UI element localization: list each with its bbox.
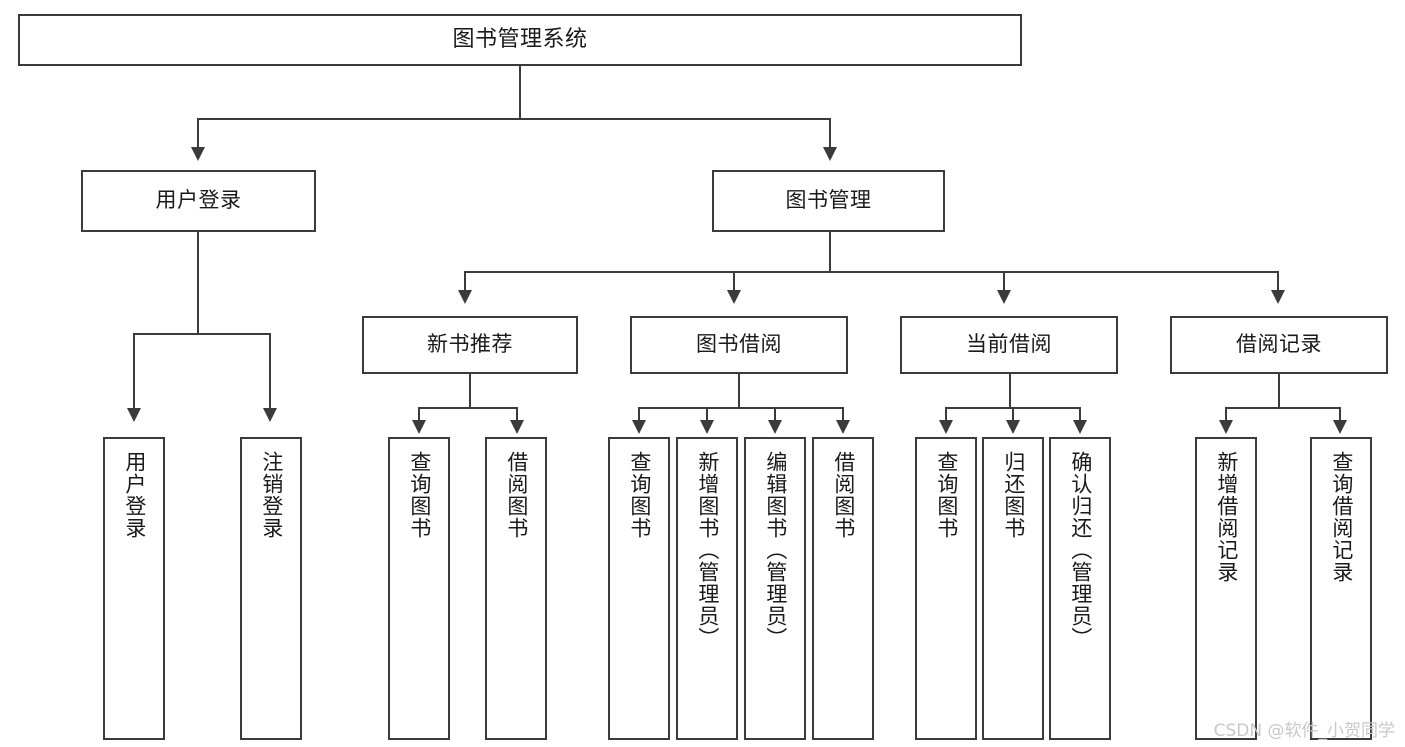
arrowhead-current-borrow-leaf-3 — [1073, 420, 1087, 434]
node-label: 归还图书 — [1001, 451, 1026, 539]
node-label: 编辑图书（管理员） — [763, 451, 788, 649]
edge-book-borrow-drop-2 — [706, 407, 708, 421]
edge-user-login-drop-1 — [133, 333, 135, 409]
leaf-user-login-logout[interactable]: 注销登录 — [240, 437, 302, 740]
edge-book-manage-stem — [829, 232, 831, 272]
edge-book-borrow-bus — [638, 407, 844, 409]
edge-book-borrow-drop-1 — [638, 407, 640, 421]
arrowhead-book-borrow-leaf-2 — [700, 420, 714, 434]
leaf-new-book-query-books[interactable]: 查询图书 — [388, 437, 450, 740]
arrowhead-book-borrow-leaf-1 — [632, 420, 646, 434]
edge-current-borrow-stem — [1009, 374, 1011, 408]
edge-book-borrow-stem — [738, 374, 740, 408]
edge-user-login-stem — [197, 232, 199, 334]
edge-new-book-drop-1 — [418, 407, 420, 421]
arrowhead-level3-book-borrow — [727, 290, 741, 304]
leaf-new-book-borrow-books[interactable]: 借阅图书 — [485, 437, 547, 740]
edge-root-stem — [519, 66, 521, 119]
leaf-borrow-record-query-record[interactable]: 查询借阅记录 — [1310, 437, 1372, 740]
edge-user-login-bus — [133, 333, 270, 335]
node-label: 借阅记录 — [1236, 332, 1322, 357]
node-label: 借阅图书 — [504, 451, 529, 539]
leaf-current-borrow-query-books[interactable]: 查询图书 — [915, 437, 977, 740]
node-current-borrow[interactable]: 当前借阅 — [900, 316, 1118, 374]
node-label: 当前借阅 — [966, 332, 1052, 357]
node-new-book-recommend[interactable]: 新书推荐 — [362, 316, 578, 374]
node-label: 注销登录 — [259, 451, 284, 539]
arrowhead-borrow-record-leaf-2 — [1333, 420, 1347, 434]
node-label: 新增借阅记录 — [1214, 451, 1239, 583]
edge-new-book-stem — [469, 374, 471, 408]
node-label: 查询图书 — [407, 451, 432, 539]
leaf-borrow-record-add-record[interactable]: 新增借阅记录 — [1195, 437, 1257, 740]
leaf-book-borrow-add-book-admin[interactable]: 新增图书（管理员） — [676, 437, 738, 740]
node-borrow-record[interactable]: 借阅记录 — [1170, 316, 1388, 374]
node-label: 确认归还（管理员） — [1068, 451, 1093, 649]
node-label: 用户登录 — [122, 451, 147, 539]
node-label: 查询借阅记录 — [1329, 451, 1354, 583]
leaf-current-borrow-confirm-return-admin[interactable]: 确认归还（管理员） — [1049, 437, 1111, 740]
arrowhead-level3-borrow-record — [1271, 290, 1285, 304]
arrowhead-level3-new-book — [458, 290, 472, 304]
node-label: 新书推荐 — [427, 332, 513, 357]
edge-root-to-book-manage — [829, 118, 831, 148]
edge-book-manage-drop-1 — [464, 271, 466, 291]
node-label: 查询图书 — [627, 451, 652, 539]
node-root-system[interactable]: 图书管理系统 — [18, 14, 1022, 66]
arrowhead-root-to-book-manage — [823, 147, 837, 161]
edge-borrow-record-drop-1 — [1225, 407, 1227, 421]
arrowhead-user-login-leaf-1 — [127, 408, 141, 422]
edge-book-borrow-drop-3 — [774, 407, 776, 421]
arrowhead-book-borrow-leaf-4 — [836, 420, 850, 434]
arrowhead-borrow-record-leaf-1 — [1219, 420, 1233, 434]
edge-book-manage-drop-2 — [733, 271, 735, 291]
edge-root-bus — [197, 118, 831, 120]
edge-borrow-record-bus — [1225, 407, 1341, 409]
leaf-user-login-login[interactable]: 用户登录 — [103, 437, 165, 740]
edge-current-borrow-drop-3 — [1079, 407, 1081, 421]
arrowhead-root-to-user-login — [191, 147, 205, 161]
edge-current-borrow-drop-2 — [1012, 407, 1014, 421]
leaf-book-borrow-edit-book-admin[interactable]: 编辑图书（管理员） — [744, 437, 806, 740]
edge-current-borrow-drop-1 — [945, 407, 947, 421]
edge-new-book-bus — [418, 407, 518, 409]
leaf-current-borrow-return-books[interactable]: 归还图书 — [982, 437, 1044, 740]
edge-book-borrow-drop-4 — [842, 407, 844, 421]
edge-new-book-drop-2 — [516, 407, 518, 421]
arrowhead-new-book-leaf-1 — [412, 420, 426, 434]
node-book-management[interactable]: 图书管理 — [712, 170, 945, 232]
node-label: 图书借阅 — [696, 332, 782, 357]
arrowhead-book-borrow-leaf-3 — [768, 420, 782, 434]
leaf-book-borrow-borrow-books[interactable]: 借阅图书 — [812, 437, 874, 740]
edge-book-manage-bus — [464, 271, 1279, 273]
arrowhead-user-login-leaf-2 — [263, 408, 277, 422]
edge-root-to-user-login — [197, 118, 199, 148]
node-label: 新增图书（管理员） — [695, 451, 720, 649]
edge-book-manage-drop-3 — [1003, 271, 1005, 291]
node-label: 图书管理系统 — [452, 26, 588, 52]
node-user-login[interactable]: 用户登录 — [81, 170, 316, 232]
node-book-borrow[interactable]: 图书借阅 — [630, 316, 848, 374]
edge-book-manage-drop-4 — [1277, 271, 1279, 291]
node-label: 借阅图书 — [831, 451, 856, 539]
arrowhead-level3-current-borrow — [997, 290, 1011, 304]
node-label: 图书管理 — [785, 188, 872, 213]
arrowhead-current-borrow-leaf-1 — [939, 420, 953, 434]
edge-borrow-record-stem — [1278, 374, 1280, 408]
arrowhead-current-borrow-leaf-2 — [1006, 420, 1020, 434]
edge-borrow-record-drop-2 — [1339, 407, 1341, 421]
edge-user-login-drop-2 — [269, 333, 271, 409]
node-label: 查询图书 — [934, 451, 959, 539]
arrowhead-new-book-leaf-2 — [510, 420, 524, 434]
leaf-book-borrow-query-books[interactable]: 查询图书 — [608, 437, 670, 740]
node-label: 用户登录 — [155, 188, 242, 213]
